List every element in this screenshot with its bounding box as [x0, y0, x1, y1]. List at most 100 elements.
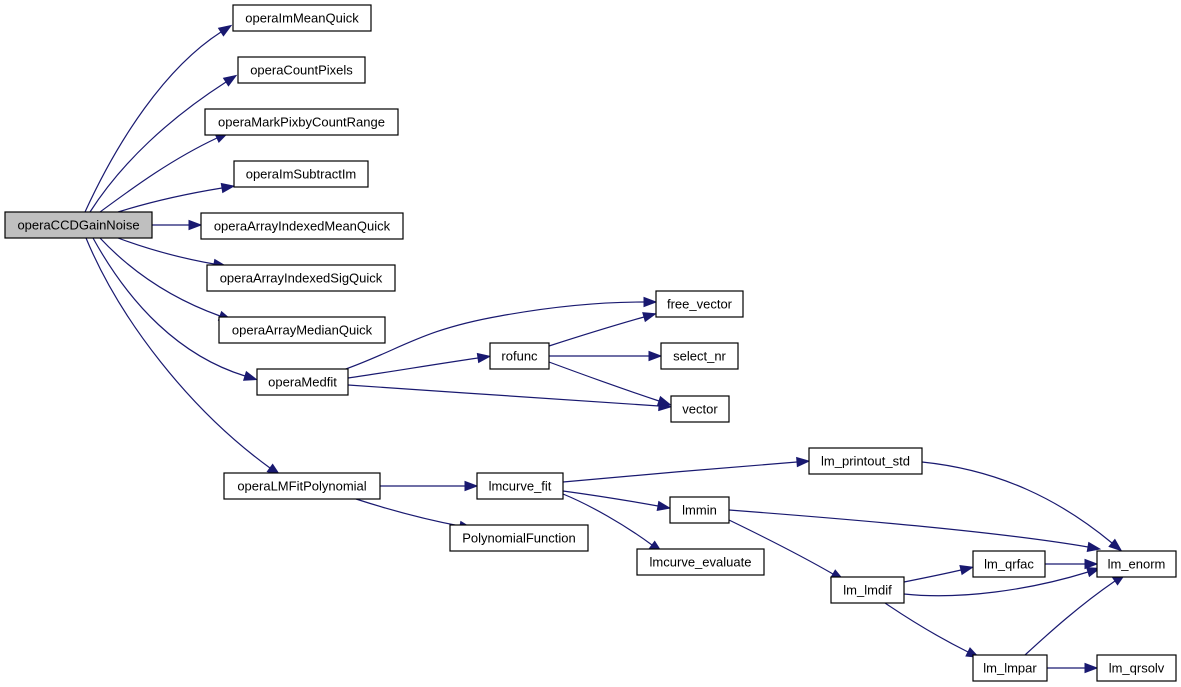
edge-rofunc-to-vector	[548, 361, 672, 406]
edge-root-to-arrsig	[117, 237, 228, 270]
node-label: free_vector	[667, 297, 733, 312]
arrowhead-icon	[656, 500, 672, 512]
node-label: lm_lmpar	[983, 661, 1037, 676]
edge-rofunc-to-selectnr	[549, 350, 663, 362]
node-label: lmcurve_evaluate	[650, 555, 752, 570]
node-box	[489, 342, 550, 370]
node-countpix[interactable]: operaCountPixels	[237, 56, 366, 84]
edge-line	[562, 461, 798, 483]
edge-root-to-arrmean	[152, 219, 203, 231]
node-box	[972, 654, 1048, 682]
edge-lmdif-to-enorm	[903, 567, 1101, 597]
edge-line	[347, 357, 479, 379]
arrowhead-icon	[648, 350, 663, 362]
node-box	[972, 550, 1046, 578]
node-label: operaMarkPixbyCountRange	[218, 115, 385, 130]
arrowhead-icon	[643, 296, 658, 308]
node-box	[256, 368, 349, 396]
arrowhead-icon	[1086, 541, 1102, 553]
arrowhead-icon	[464, 480, 479, 492]
node-label: operaImSubtractIm	[246, 167, 357, 182]
node-label: lmcurve_fit	[489, 479, 552, 494]
edge-line	[903, 571, 1089, 597]
node-box	[232, 4, 372, 32]
node-root[interactable]: operaCCDGainNoise	[4, 211, 153, 239]
node-qrfac[interactable]: lm_qrfac	[972, 550, 1046, 578]
node-box	[1096, 550, 1177, 578]
node-lmmin[interactable]: lmmin	[669, 496, 730, 524]
node-vector[interactable]: vector	[670, 395, 730, 423]
edge-root-to-imsub	[117, 182, 236, 213]
node-label: operaLMFitPolynomial	[237, 479, 366, 494]
edge-line	[99, 137, 218, 213]
arrowhead-icon	[222, 74, 238, 87]
edge-medfit-to-rofunc	[347, 352, 492, 379]
arrowhead-icon	[959, 565, 975, 576]
node-label: PolynomialFunction	[462, 531, 575, 546]
node-box	[200, 212, 404, 240]
node-label: lm_lmdif	[843, 583, 892, 598]
arrowhead-icon	[242, 370, 258, 381]
node-meanquick[interactable]: operaImMeanQuick	[232, 4, 372, 32]
node-rofunc[interactable]: rofunc	[489, 342, 550, 370]
edge-line	[884, 602, 969, 653]
edge-printout-to-enorm	[921, 461, 1123, 552]
node-box	[4, 211, 153, 239]
edge-line	[84, 31, 222, 213]
arrowhead-icon	[642, 312, 657, 323]
arrowhead-icon	[476, 352, 492, 364]
node-label: lm_qrsolv	[1109, 661, 1165, 676]
node-lmpar[interactable]: lm_lmpar	[972, 654, 1048, 682]
node-lmfitpoly[interactable]: operaLMFitPolynomial	[223, 472, 381, 500]
edge-line	[728, 519, 834, 575]
node-box	[233, 160, 369, 188]
node-box	[1096, 654, 1177, 682]
node-box	[449, 524, 589, 552]
node-selectnr[interactable]: select_nr	[660, 342, 739, 370]
node-medfit[interactable]: operaMedfit	[256, 368, 349, 396]
edge-line	[903, 569, 962, 583]
node-arrsig[interactable]: operaArrayIndexedSigQuick	[206, 264, 396, 292]
node-label: operaArrayMedianQuick	[232, 323, 373, 338]
node-lmcurvefit[interactable]: lmcurve_fit	[476, 472, 564, 500]
node-arrmedian[interactable]: operaArrayMedianQuick	[218, 316, 386, 344]
edge-line	[117, 187, 223, 213]
node-box	[636, 548, 765, 576]
node-label: operaImMeanQuick	[245, 11, 359, 26]
node-label: operaMedfit	[268, 375, 337, 390]
edge-line	[117, 237, 215, 265]
edge-lmdif-to-lmpar	[884, 602, 981, 659]
node-box	[223, 472, 381, 500]
edge-line	[548, 316, 645, 347]
edge-line	[728, 509, 1089, 548]
node-freevec[interactable]: free_vector	[655, 290, 744, 318]
node-arrmean[interactable]: operaArrayIndexedMeanQuick	[200, 212, 404, 240]
arrowhead-icon	[1084, 662, 1099, 674]
edge-line	[342, 301, 645, 371]
node-lmdif[interactable]: lm_lmdif	[830, 576, 905, 604]
node-enorm[interactable]: lm_enorm	[1096, 550, 1177, 578]
node-label: operaCCDGainNoise	[17, 218, 139, 233]
node-box	[669, 496, 730, 524]
node-imsub[interactable]: operaImSubtractIm	[233, 160, 369, 188]
edge-lmpar-to-enorm	[1024, 573, 1127, 656]
arrowhead-icon	[220, 182, 236, 194]
edge-qrfac-to-enorm	[1045, 558, 1099, 570]
edge-line	[562, 490, 659, 507]
edge-line	[1024, 580, 1116, 656]
node-label: lm_printout_std	[821, 454, 910, 469]
node-qrsolv[interactable]: lm_qrsolv	[1096, 654, 1177, 682]
node-label: rofunc	[501, 349, 538, 364]
edge-line	[85, 237, 271, 469]
node-box	[218, 316, 386, 344]
node-printout[interactable]: lm_printout_std	[808, 447, 923, 475]
node-polyfunc[interactable]: PolynomialFunction	[449, 524, 589, 552]
node-box	[808, 447, 923, 475]
arrowhead-icon	[1108, 538, 1123, 552]
node-markpix[interactable]: operaMarkPixbyCountRange	[204, 108, 399, 136]
node-label: lm_qrfac	[984, 557, 1034, 572]
node-box	[660, 342, 739, 370]
node-lmcurveeval[interactable]: lmcurve_evaluate	[636, 548, 765, 576]
arrowhead-icon	[1085, 567, 1101, 578]
node-label: lmmin	[682, 503, 717, 518]
